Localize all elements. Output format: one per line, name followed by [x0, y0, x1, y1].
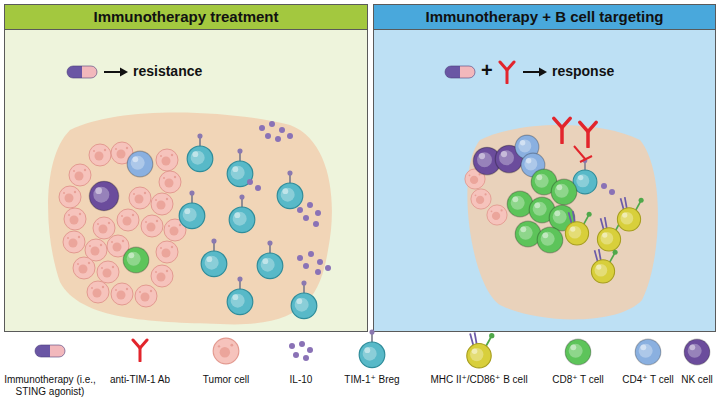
- nk-cell: [473, 147, 501, 175]
- legend-icon: [565, 339, 591, 365]
- tumor-cell: [89, 144, 111, 166]
- drug-pill: [67, 66, 97, 78]
- breg-cell: [277, 171, 303, 209]
- arrow-line: [104, 71, 122, 73]
- legend-icon: [359, 330, 385, 368]
- legend-icon: [467, 332, 495, 368]
- cd4-t-cell: [127, 151, 153, 177]
- antibody-icon: [580, 122, 596, 146]
- tumor-cell: [141, 215, 163, 237]
- panel-title: Immunotherapy + B cell targeting: [374, 5, 715, 30]
- tumor-cell: [135, 285, 157, 307]
- tumor-cell: [164, 219, 186, 241]
- cd8-t-cell: [507, 191, 533, 217]
- breg-cell: [257, 241, 283, 279]
- tumor-cell: [97, 261, 119, 283]
- outcome-label: response: [552, 63, 614, 79]
- breg-cell: [179, 191, 205, 229]
- b-cell: [591, 249, 617, 283]
- legend-label: IL-10: [271, 374, 331, 386]
- cd8-t-cell: [549, 205, 575, 231]
- cd8-t-cell: [537, 227, 563, 253]
- tumor-cell: [159, 171, 181, 193]
- cd8-t-cell: [551, 179, 577, 205]
- legend-icon: [289, 341, 313, 361]
- legend-label: CD4⁺ T cell: [617, 374, 679, 386]
- breg-cell: [291, 281, 317, 319]
- breg-cell: [229, 195, 255, 233]
- tumor-cell: [111, 283, 133, 305]
- drug-pill: [445, 66, 475, 78]
- cd8-t-cell: [123, 247, 149, 273]
- breg-cell: [187, 134, 213, 172]
- legend-label: Immunotherapy (i.e., STING agonist): [0, 374, 102, 398]
- tumor-cell: [111, 142, 133, 164]
- tumor-mass: [48, 113, 332, 325]
- arrow-head: [539, 68, 547, 77]
- legend-icon: [213, 338, 239, 364]
- tumor-mass: [467, 125, 657, 319]
- legend-label: MHC II⁺/CD86⁺ B cell: [415, 374, 543, 386]
- legend-icon: [635, 339, 661, 365]
- breg-cell: [227, 149, 253, 187]
- legend-icon: [684, 339, 710, 365]
- legend-label: TIM-1⁺ Breg: [330, 374, 414, 386]
- tumor-cell: [156, 241, 178, 263]
- tumor-cell: [93, 217, 115, 239]
- scenario-panel: Immunotherapy treatment: [4, 4, 368, 332]
- b-cell: [565, 211, 591, 245]
- cd4-t-cell: [515, 135, 539, 159]
- tumor-cell: [85, 239, 107, 261]
- tumor-cell: [69, 164, 91, 186]
- tumor-cell: [156, 149, 178, 171]
- tumor-cell: [487, 205, 507, 225]
- tumor-cell: [59, 186, 81, 208]
- b-cell: [617, 197, 643, 231]
- tumor-cell: [87, 281, 109, 303]
- tumor-cell: [465, 169, 485, 189]
- cd8-t-cell: [531, 169, 557, 195]
- tumor-cell: [151, 193, 173, 215]
- cd8-t-cell: [529, 197, 555, 223]
- antibody-icon: [554, 118, 570, 142]
- tumor-cell: [471, 189, 491, 209]
- il10-dots: [601, 183, 615, 195]
- tumor-cell: [107, 235, 129, 257]
- antibody-icon: [500, 62, 514, 83]
- nk-cell: [495, 145, 523, 173]
- tumor-cell: [63, 231, 85, 253]
- breg-cell: [573, 158, 597, 193]
- scenario-panel: Immunotherapy + B cell targeting: [373, 4, 716, 332]
- nk-cell: [89, 181, 118, 210]
- tumor-cell: [73, 257, 95, 279]
- legend-label: Tumor cell: [186, 374, 266, 386]
- outcome-label: +: [481, 59, 493, 82]
- arrow-head: [120, 68, 128, 77]
- legend-label: NK cell: [675, 374, 719, 386]
- panel-title: Immunotherapy treatment: [5, 5, 367, 30]
- il10-dots: [247, 121, 331, 275]
- tumor-cell: [117, 209, 139, 231]
- legend-label: CD8⁺ T cell: [540, 374, 616, 386]
- arrow-line: [523, 71, 541, 73]
- tumor-cell: [64, 208, 86, 230]
- legend-label: anti-TIM-1 Ab: [98, 374, 182, 386]
- legend-icon: [35, 345, 65, 357]
- breg-cell: [227, 277, 253, 315]
- cd8-t-cell: [515, 221, 541, 247]
- inhibition-mark: [574, 146, 592, 162]
- outcome-label: resistance: [133, 63, 202, 79]
- tumor-cell: [129, 187, 151, 209]
- legend-icon: [133, 340, 147, 361]
- breg-cell: [201, 239, 227, 277]
- b-cell: [597, 217, 623, 251]
- cd4-t-cell: [521, 153, 545, 177]
- tumor-cell: [151, 265, 173, 287]
